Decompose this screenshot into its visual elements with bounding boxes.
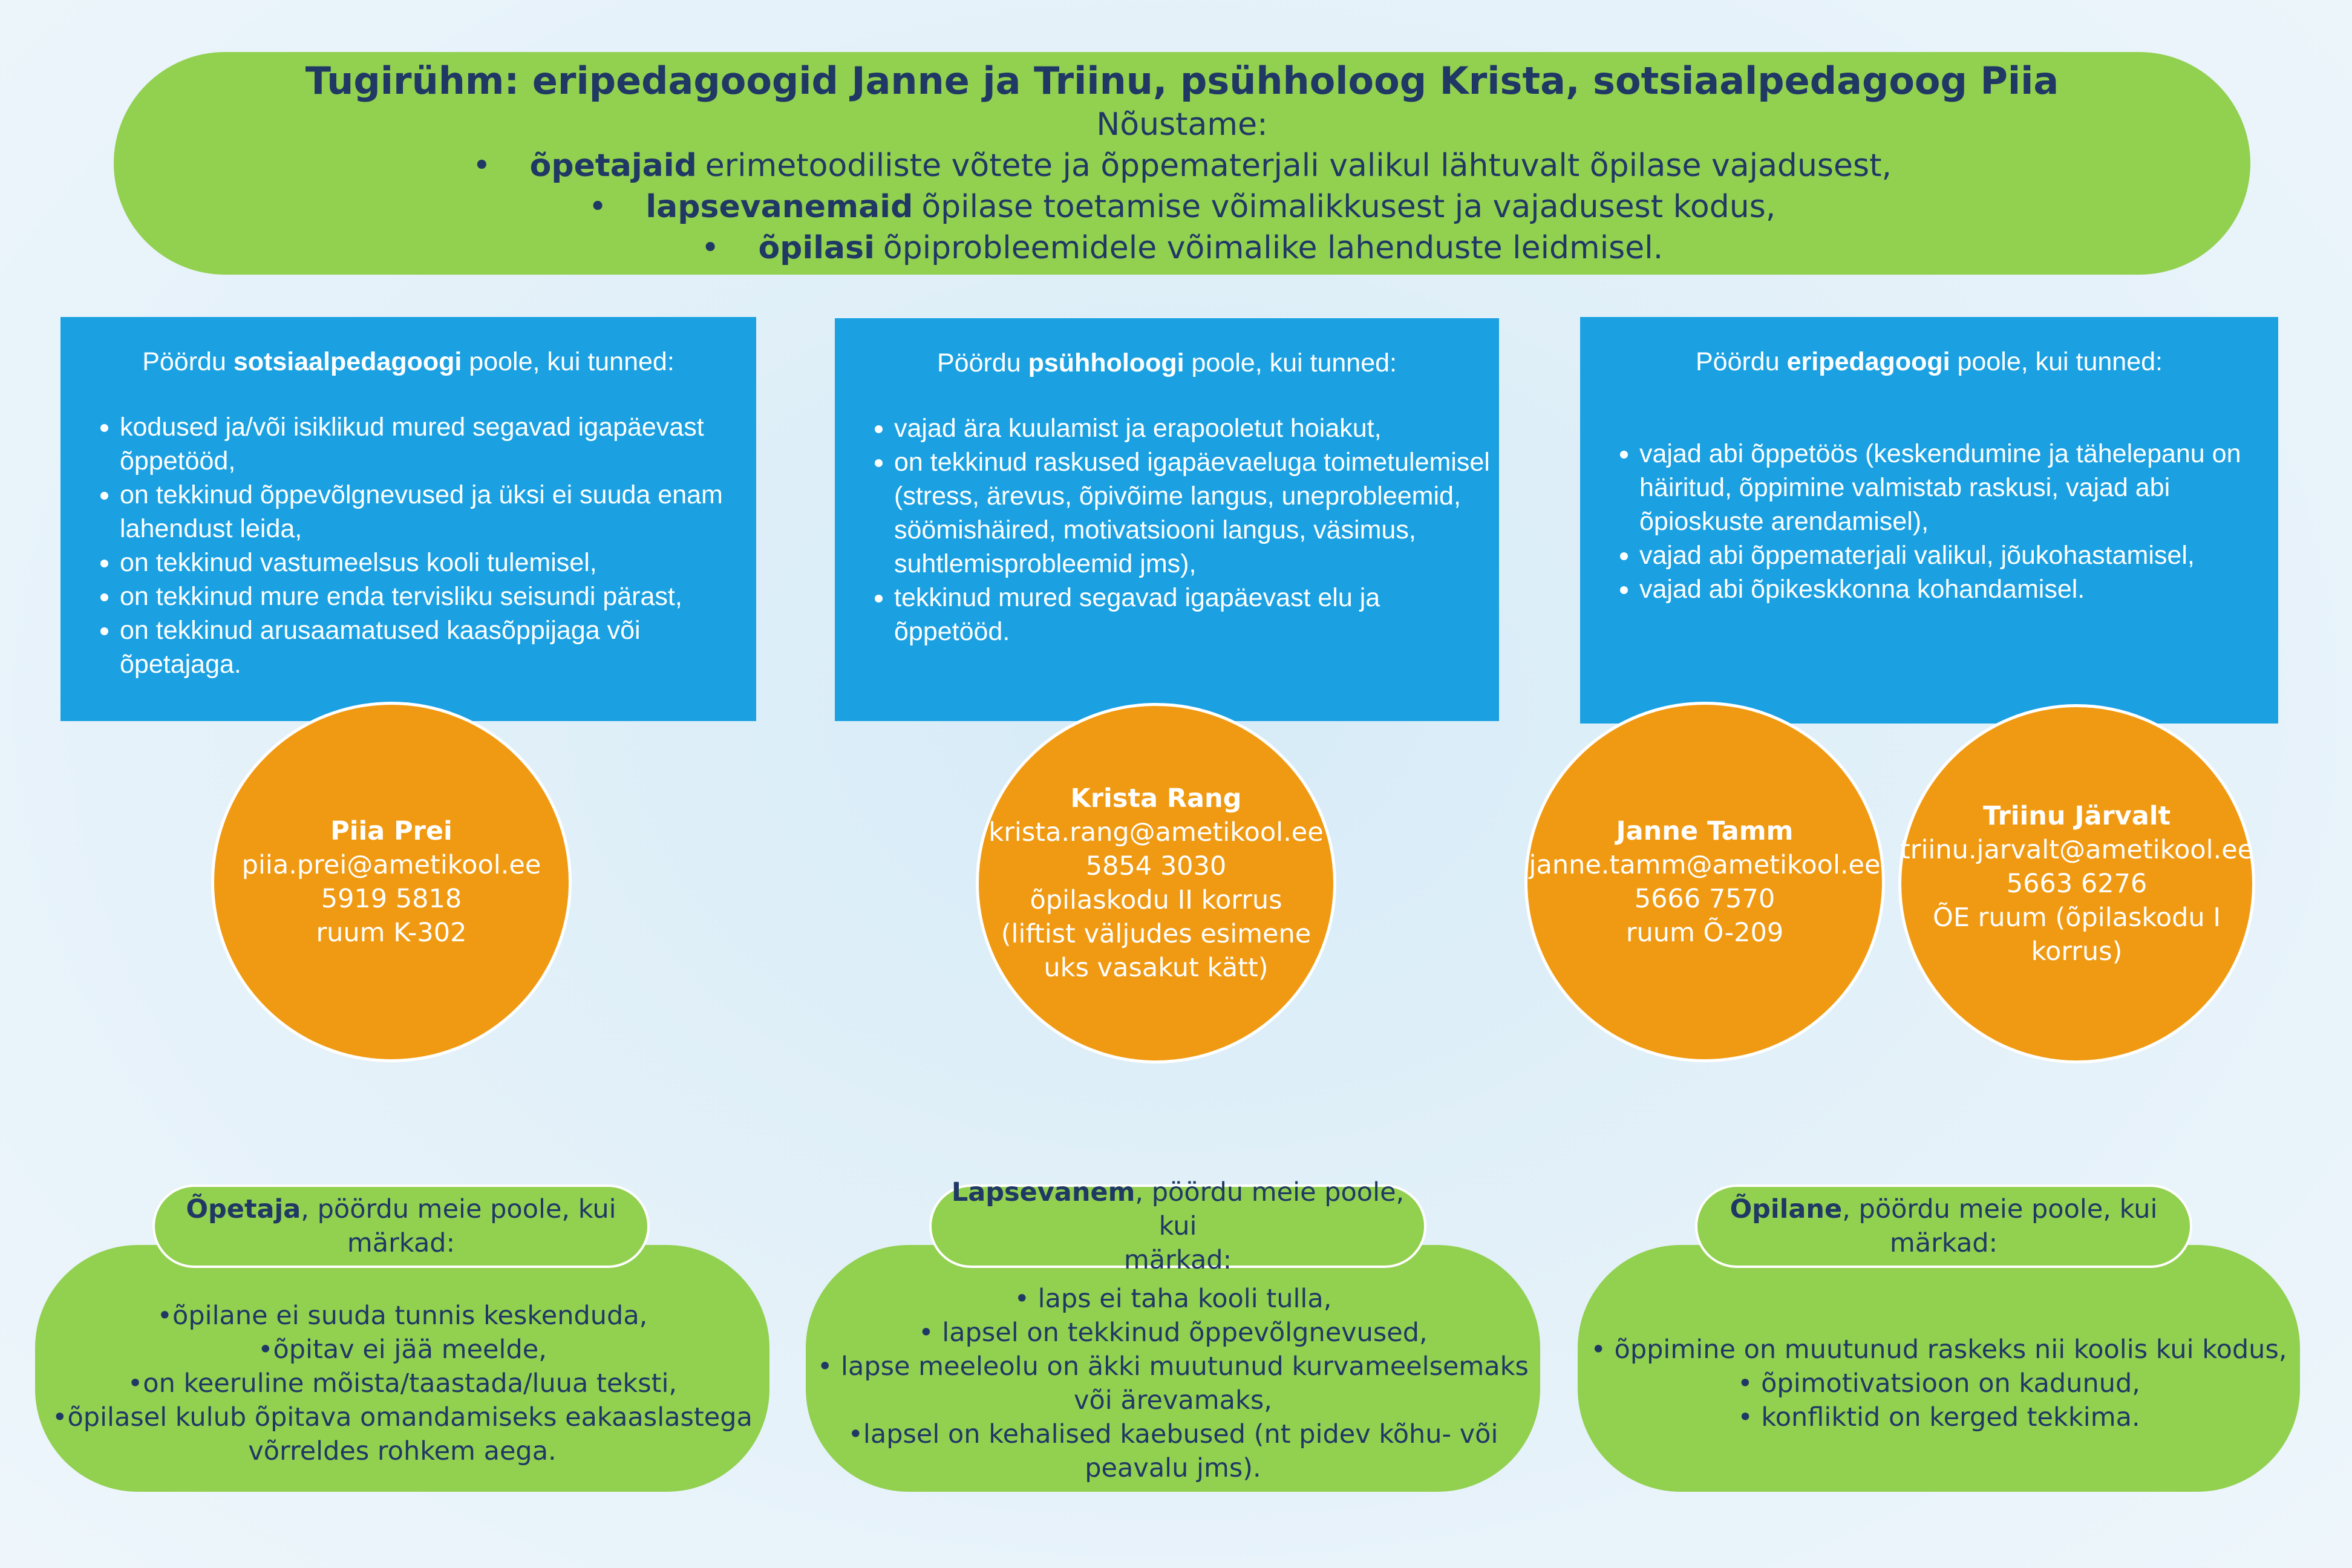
sign-item: •õpilane ei suuda tunnis keskenduda, xyxy=(157,1301,648,1331)
contact-room: ruum Õ-209 xyxy=(1625,918,1784,948)
tab-line2: märkad: xyxy=(347,1228,456,1258)
box-heading-post: poole, kui tunned: xyxy=(469,347,675,376)
sign-item: •õpilasel kulub õpitava omandamiseks eak… xyxy=(52,1402,753,1466)
box-list: vajad ära kuulamist ja erapooletut hoiak… xyxy=(859,411,1493,648)
box-heading: Pöördu sotsiaalpedagoogi poole, kui tunn… xyxy=(85,345,750,379)
contact-krista-rang: Krista Rang krista.rang@ametikool.ee 585… xyxy=(976,703,1336,1063)
list-item: on tekkinud vastumeelsus kooli tulemisel… xyxy=(120,546,750,580)
list-item: on tekkinud õppevõlgnevused ja üksi ei s… xyxy=(120,478,750,546)
contact-phone: 5663 6276 xyxy=(2006,869,2148,899)
tab-audience: Õpilane xyxy=(1730,1194,1843,1224)
contact-name: Janne Tamm xyxy=(1616,816,1794,846)
box-heading-pre: Pöördu xyxy=(1695,347,1780,376)
contact-email[interactable]: krista.rang@ametikool.ee xyxy=(988,817,1324,848)
tab-line2: märkad: xyxy=(1889,1228,1998,1258)
contact-email[interactable]: piia.prei@ametikool.ee xyxy=(241,850,541,880)
banner-bullet-text: õpilase toetamise võimalikkusest ja vaja… xyxy=(921,189,1776,225)
banner-title: Tugirühm: eripedagoogid Janne ja Triinu,… xyxy=(305,59,2059,103)
contact-email[interactable]: janne.tamm@ametikool.ee xyxy=(1529,850,1881,880)
box-heading-role: psühholoogi xyxy=(1028,348,1184,377)
signs-list: • õppimine on muutunud raskeks nii kooli… xyxy=(1590,1302,2287,1434)
contact-room: ÕE ruum (õpilaskodu I korrus) xyxy=(1932,903,2221,967)
tab-audience: Õpetaja xyxy=(186,1194,301,1224)
list-item: vajad ära kuulamist ja erapooletut hoiak… xyxy=(894,411,1493,445)
signs-list: •õpilane ei suuda tunnis keskenduda, •õp… xyxy=(35,1269,769,1468)
box-heading-role: sotsiaalpedagoogi xyxy=(233,347,462,376)
contact-phone: 5919 5818 xyxy=(321,884,462,914)
teacher-signs: •õpilane ei suuda tunnis keskenduda, •õp… xyxy=(35,1245,769,1492)
banner-bullet-bold: õpetajaid xyxy=(529,148,697,184)
contact-triinu-jarvalt: Triinu Järvalt triinu.jarvalt@ametikool.… xyxy=(1898,704,2255,1063)
banner-bullet-bold: õpilasi xyxy=(758,230,875,266)
box-heading: Pöördu psühholoogi poole, kui tunned: xyxy=(859,346,1493,380)
tab-rest: , pöördu meie poole, kui xyxy=(301,1194,616,1224)
box-heading-post: poole, kui tunned: xyxy=(1957,347,2163,376)
tab-line: Lapsevanem, pöördu meie poole, kui xyxy=(932,1175,1424,1243)
parent-tab: Lapsevanem, pöördu meie poole, kui märka… xyxy=(929,1177,1426,1275)
psychologist-box: Pöördu psühholoogi poole, kui tunned: va… xyxy=(835,318,1499,721)
sign-item: • laps ei taha kooli tulla, xyxy=(1014,1284,1332,1314)
sign-item: • õpimotivatsioon on kadunud, xyxy=(1737,1368,2140,1399)
list-item: vajad abi õpikeskkonna kohandamisel. xyxy=(1639,572,2272,606)
contact-room: õpilaskodu II korrus (liftist väljudes e… xyxy=(1001,885,1312,983)
sign-item: •on keeruline mõista/taastada/luua tekst… xyxy=(127,1368,678,1399)
tab-line2: märkad: xyxy=(1123,1245,1232,1275)
student-signs: • õppimine on muutunud raskeks nii kooli… xyxy=(1578,1245,2300,1492)
sign-item: • konfliktid on kerged tekkima. xyxy=(1737,1402,2140,1432)
tab-line: Õpetaja, pöördu meie poole, kui xyxy=(186,1192,616,1226)
tab-rest: , pöördu meie poole, kui xyxy=(1842,1194,2158,1224)
box-heading-pre: Pöördu xyxy=(142,347,226,376)
box-heading-pre: Pöördu xyxy=(936,348,1021,377)
banner-bullet-bold: lapsevanemaid xyxy=(645,189,913,225)
parent-signs: • laps ei taha kooli tulla, • lapsel on … xyxy=(806,1245,1540,1492)
signs-list: • laps ei taha kooli tulla, • lapsel on … xyxy=(806,1252,1540,1485)
sign-item: • lapsel on tekkinud õppevõlgnevused, xyxy=(918,1318,1428,1348)
contact-name: Krista Rang xyxy=(1070,783,1242,814)
contact-piia-prei: Piia Prei piia.prei@ametikool.ee 5919 58… xyxy=(211,702,572,1062)
box-heading-post: poole, kui tunned: xyxy=(1191,348,1397,377)
banner-bullet-text: õpiprobleemidele võimalike lahenduste le… xyxy=(883,230,1664,266)
teacher-tab: Õpetaja, pöördu meie poole, kui märkad: xyxy=(152,1184,650,1268)
banner-bullet-text: erimetoodiliste võtete ja õppematerjali … xyxy=(705,148,1892,184)
contact-name: Triinu Järvalt xyxy=(1982,801,2171,831)
box-heading: Pöördu eripedagoogi poole, kui tunned: xyxy=(1604,345,2272,379)
sign-item: •lapsel on kehalised kaebused (nt pidev … xyxy=(848,1419,1498,1483)
contact-room: ruum K-302 xyxy=(316,918,467,948)
student-tab: Õpilane, pöördu meie poole, kui märkad: xyxy=(1695,1184,2192,1268)
list-item: vajad abi õppetöös (keskendumine ja tähe… xyxy=(1639,437,2272,538)
tab-line: Õpilane, pöördu meie poole, kui xyxy=(1730,1192,2158,1226)
box-heading-role: eripedagoogi xyxy=(1786,347,1950,376)
special-pedagogue-box: Pöördu eripedagoogi poole, kui tunned: v… xyxy=(1580,317,2278,724)
tab-audience: Lapsevanem xyxy=(951,1177,1135,1207)
banner-subtitle: Nõustame: xyxy=(1096,106,1268,143)
contact-janne-tamm: Janne Tamm janne.tamm@ametikool.ee 5666 … xyxy=(1524,702,1885,1062)
contact-phone: 5666 7570 xyxy=(1634,884,1775,914)
list-item: vajad abi õppematerjali valikul, jõukoha… xyxy=(1639,538,2272,572)
contact-phone: 5854 3030 xyxy=(1085,851,1227,881)
list-item: on tekkinud mure enda tervisliku seisund… xyxy=(120,580,750,613)
sign-item: • lapse meeleolu on äkki muutunud kurvam… xyxy=(817,1351,1529,1416)
list-item: on tekkinud raskused igapäevaeluga toime… xyxy=(894,445,1493,581)
contact-name: Piia Prei xyxy=(330,816,452,846)
contact-email[interactable]: triinu.jarvalt@ametikool.ee xyxy=(1900,835,2254,865)
tab-rest: , pöördu meie poole, kui xyxy=(1135,1177,1405,1241)
list-item: on tekkinud arusaamatused kaasõppijaga v… xyxy=(120,613,750,681)
list-item: kodused ja/või isiklikud mured segavad i… xyxy=(120,410,750,478)
support-group-banner: Tugirühm: eripedagoogid Janne ja Triinu,… xyxy=(114,52,2250,275)
sign-item: • õppimine on muutunud raskeks nii kooli… xyxy=(1590,1334,2287,1365)
box-list: kodused ja/või isiklikud mured segavad i… xyxy=(85,410,750,681)
list-item: tekkinud mured segavad igapäevast elu ja… xyxy=(894,581,1493,648)
box-list: vajad abi õppetöös (keskendumine ja tähe… xyxy=(1604,437,2272,606)
social-pedagogue-box: Pöördu sotsiaalpedagoogi poole, kui tunn… xyxy=(60,317,756,721)
sign-item: •õpitav ei jää meelde, xyxy=(258,1334,547,1365)
